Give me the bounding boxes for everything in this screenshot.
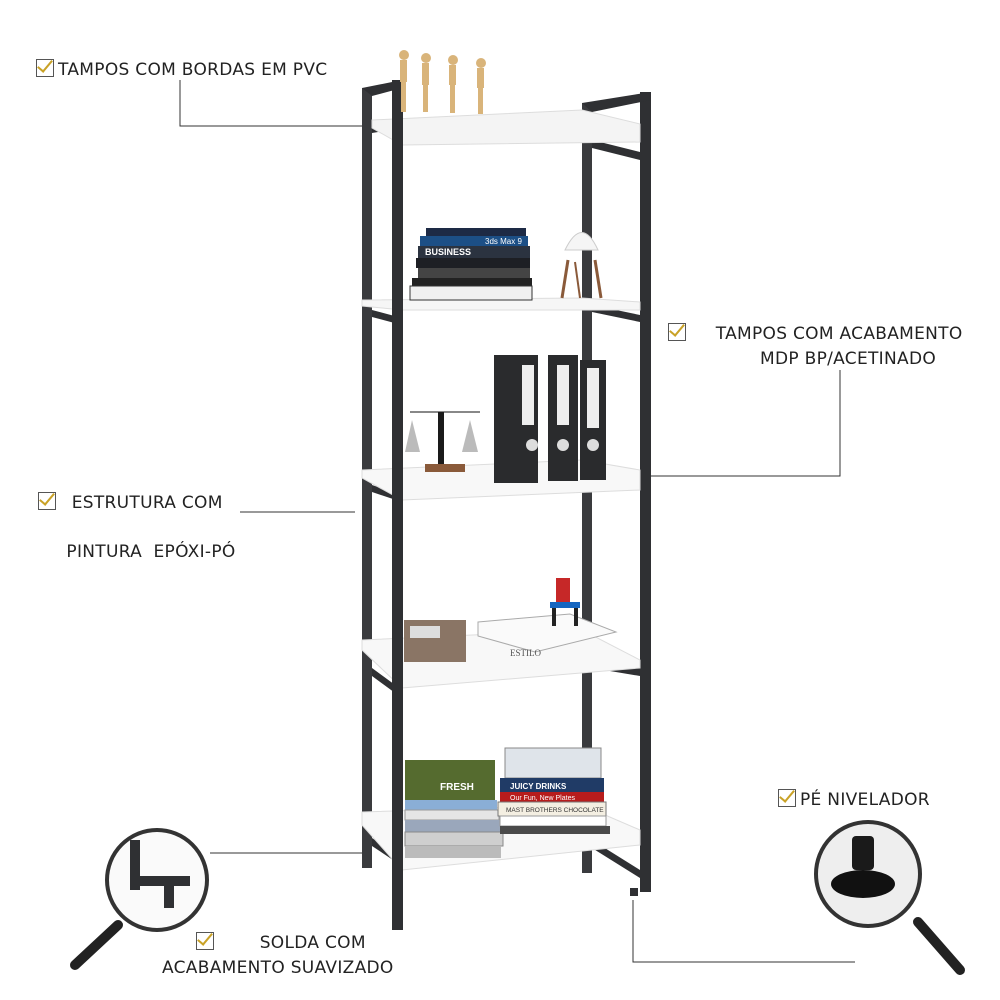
book-title-fresh: FRESH <box>440 782 474 793</box>
callout-solda-text-1: SOLDA COM <box>259 933 366 953</box>
callout-estrutura-text-2: PINTURA EPÓXI-PÓ <box>66 542 236 562</box>
callout-lines <box>179 80 855 963</box>
checkmark-icon <box>668 323 686 341</box>
checkmark-icon <box>36 59 54 77</box>
front-right-post <box>640 92 651 892</box>
callout-pe: PÉ NIVELADOR <box>778 788 930 812</box>
book-title-juicy: JUICY DRINKS <box>510 782 567 791</box>
book-stack-1: 3ds Max 9 BUSINESS <box>409 228 533 301</box>
book-stack-right: JUICY DRINKS Our Fun, New Plates MAST BR… <box>497 747 610 834</box>
checkmark-icon <box>196 932 214 950</box>
callout-pvc: TAMPOS COM BORDAS EM PVC <box>36 58 327 82</box>
callout-line-pvc <box>179 80 370 127</box>
callout-mdp-text-2: MDP BP/ACETINADO <box>760 349 937 369</box>
callout-mdp-line2: MDP BP/ACETINADO <box>760 347 936 371</box>
magnifier-solda <box>70 828 209 970</box>
balance-scale <box>405 411 480 472</box>
binders <box>494 355 606 483</box>
shelf-1 <box>371 109 641 146</box>
top-right-bar <box>582 92 651 112</box>
callout-mdp-text-1: TAMPOS COM ACABAMENTO <box>715 324 963 344</box>
book-title-estilo: ESTILO <box>510 648 541 658</box>
callout-solda-text-2: ACABAMENTO SUAVIZADO <box>162 958 394 978</box>
callout-estrutura-line2: PINTURA EPÓXI-PÓ <box>55 516 236 564</box>
callout-line-mdp <box>620 370 841 477</box>
callout-solda-line2: ACABAMENTO SUAVIZADO <box>162 956 394 980</box>
book-title-business: BUSINESS <box>425 247 471 257</box>
checkmark-icon <box>38 492 56 510</box>
side-bar-right-1 <box>592 140 640 160</box>
callout-estrutura-text-1: ESTRUTURA COM <box>71 493 223 513</box>
book-title-plates: Our Fun, New Plates <box>510 795 575 802</box>
callout-line-pe <box>632 900 855 963</box>
callout-pe-text: PÉ NIVELADOR <box>800 790 930 810</box>
white-chair <box>560 232 603 299</box>
callout-solda: SOLDA COM <box>196 931 366 955</box>
callout-mdp: TAMPOS COM ACABAMENTO <box>668 322 963 346</box>
shelf-4-items: ESTILO <box>404 578 618 662</box>
leveling-foot <box>630 888 638 896</box>
checkmark-icon <box>778 789 796 807</box>
front-left-post <box>392 80 403 930</box>
wooden-figurines <box>399 50 486 114</box>
callout-pvc-text: TAMPOS COM BORDAS EM PVC <box>58 60 328 80</box>
side-bar-right-5 <box>592 840 640 878</box>
callout-estrutura: ESTRUTURA COM <box>38 491 223 515</box>
shelf-2 <box>361 297 641 311</box>
book-title-mast: MAST BROTHERS CHOCOLATE <box>506 807 604 814</box>
magnifier-pe-nivelador <box>814 820 965 975</box>
book-stack-left: FRESH <box>404 760 504 858</box>
book-title-3ds: 3ds Max 9 <box>485 237 522 246</box>
